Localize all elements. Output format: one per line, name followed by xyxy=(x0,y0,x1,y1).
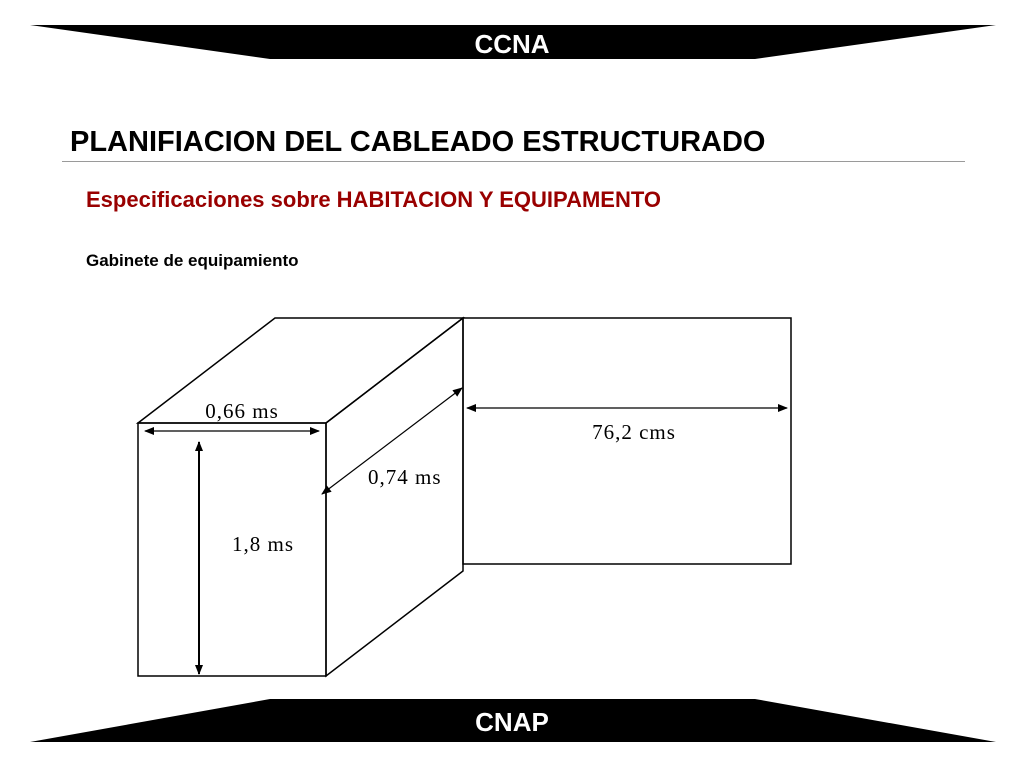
depth-label: 0,74 ms xyxy=(368,465,442,489)
width-label: 0,66 ms xyxy=(205,399,279,423)
clearance-label: 76,2 cms xyxy=(592,420,676,444)
page-title: PLANIFIACION DEL CABLEADO ESTRUCTURADO xyxy=(70,126,766,158)
cabinet-top-face xyxy=(135,317,466,424)
footer-label: CNAP xyxy=(475,707,549,737)
header-label: CCNA xyxy=(474,29,549,59)
page-subtitle: Especificaciones sobre HABITACION Y EQUI… xyxy=(86,187,661,212)
footer-banner xyxy=(30,699,996,742)
header-banner xyxy=(30,25,996,59)
clearance-area xyxy=(462,317,792,565)
section-label: Gabinete de equipamiento xyxy=(86,251,299,270)
cabinet-side-face xyxy=(325,316,464,678)
height-label: 1,8 ms xyxy=(232,532,294,556)
cabinet-box xyxy=(135,316,466,678)
depth-dimension-line xyxy=(321,387,463,495)
title-divider xyxy=(62,161,965,162)
